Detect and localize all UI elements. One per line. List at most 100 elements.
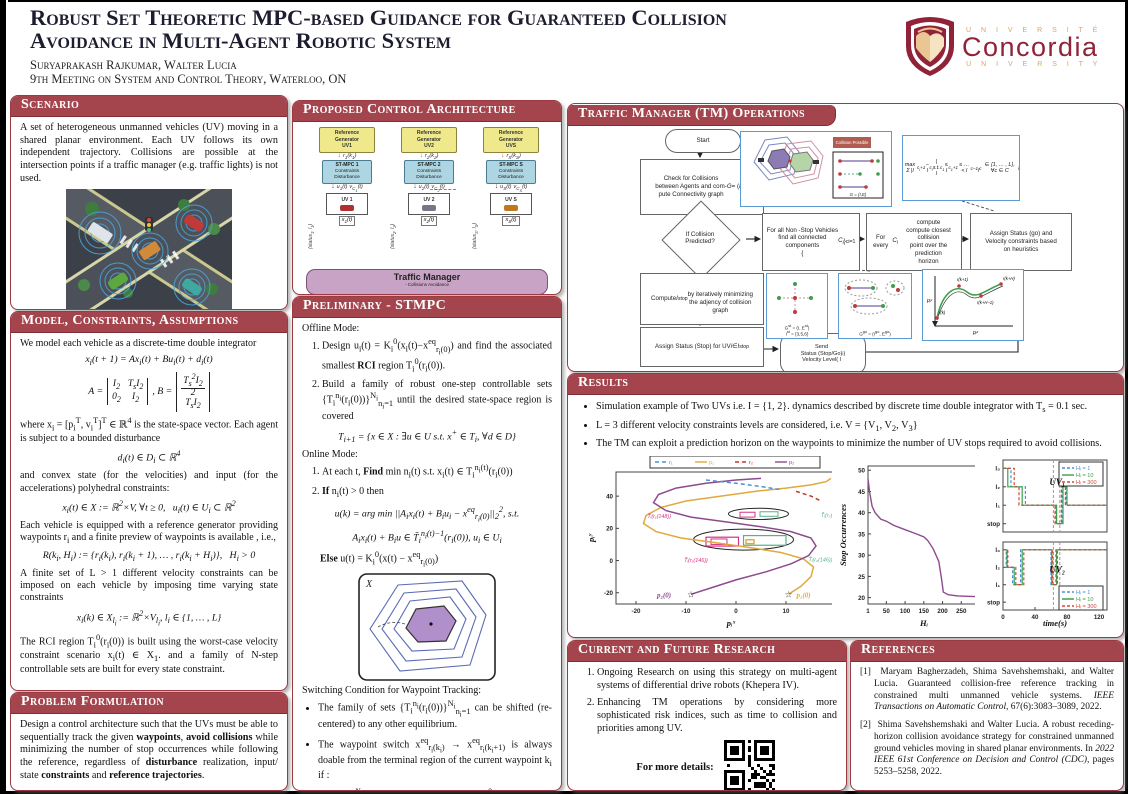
concordia-logo: U N I V E R S I T É Concordia U N I V E …: [902, 8, 1120, 86]
scenario-header: Scenario: [11, 96, 287, 117]
inset-go-graph-figure: [844, 279, 905, 315]
svg-text:r(k+H): r(k+H): [1003, 276, 1015, 281]
svg-text:stop: stop: [987, 599, 1000, 606]
svg-text:35: 35: [858, 531, 865, 538]
trajectory-plot: -20-1001020-2002040pᵢˣpᵢʸT̃ᵢ(r₁(148))T̃ᵢ…: [586, 455, 832, 628]
svg-text:l₁: l₁: [996, 582, 1001, 589]
svg-text:l₂: l₂: [996, 564, 1001, 571]
svg-text:150: 150: [918, 608, 929, 615]
authors: Suryaprakash Rajkumar, Walter Lucia: [30, 58, 237, 72]
status-label-2: (status2, l2): [390, 223, 397, 249]
svg-text:20: 20: [606, 526, 613, 533]
svg-text:☆: ☆: [687, 590, 695, 600]
model-p4: and convex state (for the velocities) an…: [20, 470, 278, 494]
svg-text:r₂: r₂: [749, 460, 753, 466]
section-tm-operations: Traffic Manager (TM) Operations: [567, 103, 1124, 372]
svg-text:p₂: p₂: [789, 460, 794, 466]
state-label: xS(t): [502, 216, 520, 226]
inset-waypoint-figure: r(k) r(k+1) r(k+H−1) r(k+H) pᵢʸ pᵢˣ: [926, 276, 1015, 336]
inset-collision-check: Collision Possible G = (I,E): [740, 131, 892, 207]
online-eq2: Aixi(t) + Biu ∈ T̃ini(t)−1(ri(0)), ui ∈ …: [352, 528, 502, 545]
traffic-manager-bar: Traffic Manager - Collisions Avoidance: [306, 269, 548, 294]
poster-title: Robust Set Theoretic MPC-based Guidance …: [30, 6, 910, 53]
inset-stop-graph-caption: Gst = (I, Est)Ist = {3,5,6}: [784, 323, 810, 337]
down-arrow-icon: ↓ uS(t) vCS(t): [494, 182, 528, 193]
model-p5: Each vehicle is equipped with a referenc…: [20, 519, 278, 546]
section-references: References [1] Maryam Bagherzadeh, Shima…: [850, 640, 1124, 791]
reference-2: [2] Shima Savehshemshaki and Walter Luci…: [860, 720, 1114, 777]
logo-name: Concordia: [962, 31, 1099, 62]
concordia-shield-icon: [906, 17, 954, 76]
svg-text:☆: ☆: [784, 590, 792, 600]
problem-text: Design a control architecture such that …: [20, 719, 279, 781]
svg-text:l₃: l₃: [995, 465, 1000, 472]
online-item-2: If ni(t) > 0 then: [322, 486, 552, 500]
svg-text:25: 25: [858, 574, 865, 581]
svg-text:Hᵢ = 300: Hᵢ = 300: [1076, 604, 1097, 610]
model-eq3: di(t) ∈ Di ⊂ ℝ4: [117, 449, 181, 466]
down-arrow-icon: ↓ u2(t) vC2(t): [413, 182, 445, 193]
svg-text:T̃ᵢ(r₁(146)): T̃ᵢ(r₁(146)): [684, 557, 708, 564]
uv-box: UV 1: [326, 193, 368, 216]
offline-label: Offline Mode:: [302, 323, 360, 334]
section-results: Results Simulation example of Two UVs i.…: [567, 373, 1124, 638]
preliminary-header: Preliminary - STMPC: [293, 297, 561, 318]
section-future-research: Current and Future Research Ongoing Rese…: [567, 640, 847, 791]
offline-eq: Ti+1 = {x ∈ X : ∃u ∈ U s.t. x+ ∈ Ti, ∀d …: [338, 427, 516, 445]
model-p1: We model each vehicle as a discrete-time…: [20, 338, 257, 349]
scenario-text: A set of heterogeneous unmanned vehicles…: [20, 122, 278, 184]
section-preliminary: Preliminary - STMPC Offline Mode: Design…: [292, 296, 562, 791]
model-p6: A finite set of L > 1 different velocity…: [20, 567, 278, 604]
svg-text:40: 40: [858, 510, 865, 517]
model-p7: The RCI region Ti0(ri(0)) is built using…: [20, 632, 278, 676]
svg-text:Collision Possible: Collision Possible: [836, 140, 869, 145]
online-label: Online Mode:: [302, 448, 358, 460]
svg-text:1: 1: [866, 608, 870, 615]
svg-text:120: 120: [1094, 614, 1105, 621]
svg-text:0: 0: [1001, 614, 1005, 621]
reference-1: [1] Maryam Bagherzadeh, Shima Savehshems…: [860, 667, 1114, 713]
svg-text:0: 0: [610, 558, 614, 565]
svg-text:time(s): time(s): [1043, 618, 1067, 628]
switching-eq: ⋃Nini=0 Tini(ri(0)) ⊇ Bδi(ri(0)) ⊕ Ti0(0…: [302, 787, 552, 790]
results-bullet-3: The TM can exploit a prediction horizon …: [596, 438, 1111, 451]
svg-text:pᵢʸ: pᵢʸ: [926, 298, 933, 304]
stop-occurrences-plot: 15010015020025030020253035404550HᵢStop O…: [838, 465, 975, 628]
offline-item-2: Build a family of robust one-step contro…: [322, 379, 552, 423]
status-label-1: (status1, l1): [308, 223, 315, 249]
references-header: References: [851, 641, 1123, 662]
inset-go-graph: Ggo = (Igo, Ego): [838, 273, 912, 339]
section-model: Model, Constraints, Assumptions We model…: [10, 311, 288, 691]
svg-text:pᵢˣ: pᵢˣ: [972, 330, 978, 336]
logo-university: U N I V E R S I T Y: [966, 60, 1102, 68]
svg-text:50: 50: [882, 608, 889, 615]
model-header: Model, Constraints, Assumptions: [11, 312, 287, 333]
down-arrow-icon: ↓ u1(t) vC1(t): [331, 182, 363, 193]
left-border: [0, 0, 6, 794]
svg-text:T̃ᵢ(r₂(146)): T̃ᵢ(r₂(146)): [809, 556, 832, 563]
controllable-sets-figure: X: [358, 573, 496, 682]
svg-text:T̃ᵢ(r₂(148)): T̃ᵢ(r₂(148)): [821, 512, 832, 519]
state-label: x1(t): [338, 216, 356, 226]
down-arrow-icon: ↓ r1(k1): [337, 151, 357, 160]
svg-text:Hᵢ = 1: Hᵢ = 1: [1076, 466, 1090, 472]
svg-text:Stop Occurrences: Stop Occurrences: [838, 503, 848, 566]
svg-text:20: 20: [858, 595, 865, 602]
svg-text:pᵢʸ: pᵢʸ: [586, 533, 596, 543]
results-bullet-1: Simulation example of Two UVs i.e. I = {…: [596, 401, 1111, 415]
svg-text:p₂(0): p₂(0): [656, 591, 671, 599]
model-eq4: xi(t) ∈ X := ℝ2×V, ∀t ≥ 0, ui(t) ∈ Ui ⊂ …: [62, 498, 236, 516]
